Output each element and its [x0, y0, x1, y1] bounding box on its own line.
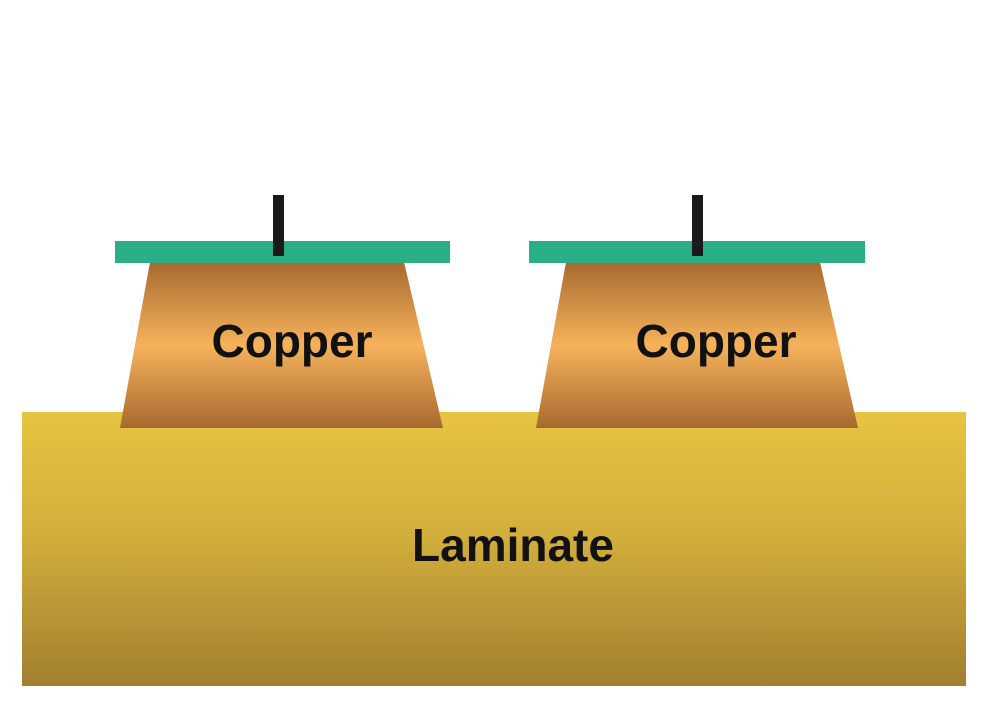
copper-trace-body: [536, 262, 858, 428]
copper-trace-1: Copper: [115, 195, 450, 428]
copper-trace-body: [120, 262, 443, 428]
laminate-layer: [22, 412, 966, 686]
copper-trace-2: Copper: [529, 195, 865, 428]
copper-label: Copper: [636, 315, 797, 367]
copper-label: Copper: [212, 315, 373, 367]
laminate-label: Laminate: [412, 519, 614, 571]
probe-pin: [692, 195, 703, 256]
probe-pin: [273, 195, 284, 256]
